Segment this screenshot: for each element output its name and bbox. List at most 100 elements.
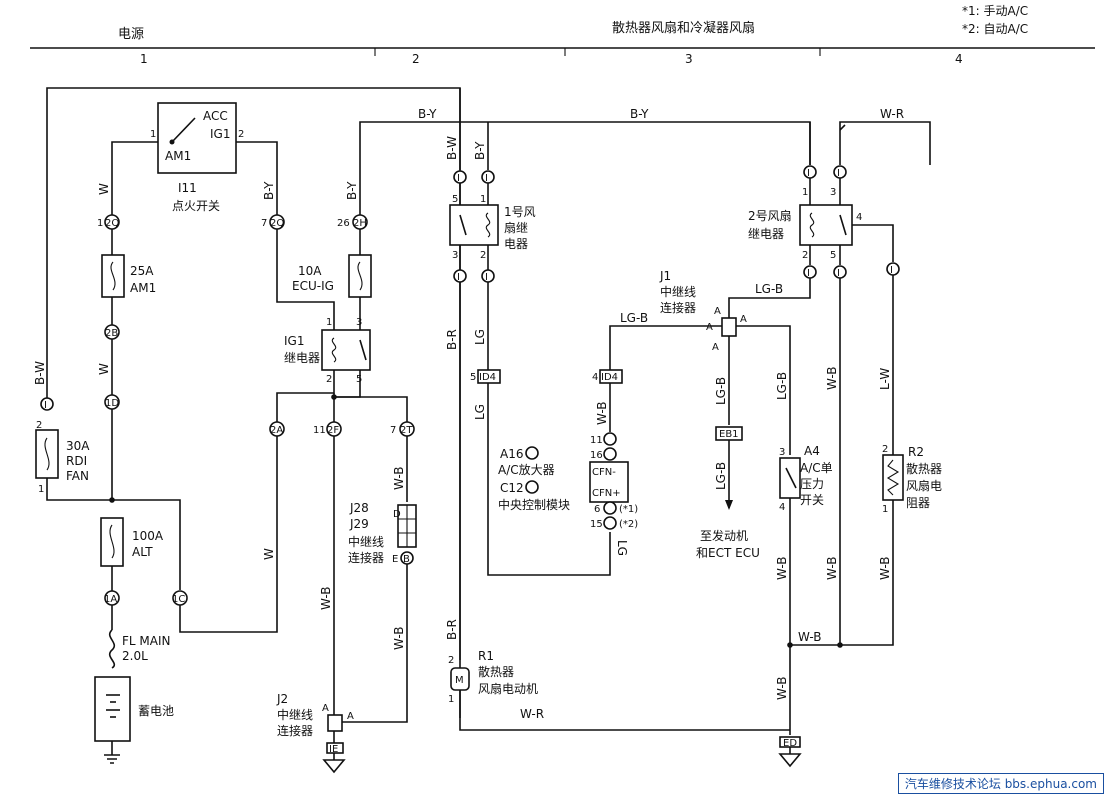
fr1-name3: 电器 — [504, 237, 528, 251]
amp-a-marker — [525, 446, 539, 460]
label-lg-3: LG — [615, 540, 629, 556]
ignition-pin1: 1 — [150, 129, 156, 140]
j28-name1: 中继线 — [348, 534, 384, 549]
fr2-name2: 继电器 — [748, 227, 784, 241]
fr1-p3: 3 — [452, 250, 458, 261]
wire-by-top — [359, 121, 811, 215]
footnote-2: *2: 自动A/C — [962, 22, 1028, 36]
connector-i-r1c — [453, 269, 467, 283]
ground-icon — [104, 754, 120, 764]
ig1-p2: 2 — [326, 374, 332, 385]
label-br-2: B-R — [445, 619, 459, 640]
wire-wb-r2 — [790, 500, 894, 646]
ignition-pivot — [169, 139, 175, 145]
pin-11-2f: 11 — [313, 425, 326, 436]
label-lgb-3: LG-B — [775, 372, 789, 400]
label-by-2: B-Y — [345, 181, 359, 200]
fuse-rdi-element — [44, 437, 50, 471]
conn-2f: 2F — [327, 425, 339, 436]
ignition-contact — [171, 117, 196, 143]
junction — [331, 394, 337, 400]
fuse-am1-name: AM1 — [130, 281, 156, 295]
arrow-down-icon — [725, 500, 733, 510]
label-wb-1: W-B — [319, 586, 333, 610]
column-1: 1 — [140, 52, 148, 66]
j2-name2: 连接器 — [277, 723, 313, 738]
j2-pin-right: A — [347, 711, 354, 722]
label-wb-6: W-B — [825, 556, 839, 580]
ig1-p3: 3 — [356, 317, 362, 328]
column-2: 2 — [412, 52, 420, 66]
label-br-1: B-R — [445, 329, 459, 350]
wire-segment — [839, 124, 846, 131]
label-lgb-4: LG-B — [714, 377, 728, 405]
fan-relay-1-contact — [459, 214, 467, 236]
label-lgb-5: LG-B — [714, 462, 728, 490]
conn-i-r1a: I — [457, 173, 460, 184]
label-lgb-1: LG-B — [620, 311, 648, 325]
amp-pin15 — [603, 516, 617, 530]
conn-i-r1b: I — [485, 173, 488, 184]
junction — [837, 642, 843, 648]
fuse-am1-element — [110, 261, 116, 291]
motor-m-icon: M — [455, 675, 464, 686]
label-wr-top: W-R — [880, 107, 904, 121]
conn-2h: 2H — [353, 218, 367, 229]
fuse-rdi-name2: FAN — [66, 469, 89, 483]
ig1-relay-contact — [359, 339, 367, 361]
label-bw-2: B-W — [445, 136, 459, 160]
r1-p2: 2 — [448, 655, 454, 666]
ig1-p1: 1 — [326, 317, 332, 328]
a4-name2: 压力 — [800, 477, 824, 491]
fuse-am1-rating: 25A — [130, 264, 154, 278]
label-by-top1: B-Y — [418, 107, 437, 121]
amp-name1: A/C放大器 — [498, 462, 555, 477]
fuse-alt-name: ALT — [132, 545, 153, 559]
wire-j2 — [342, 718, 408, 723]
fan-relay-1-coil — [485, 212, 491, 238]
conn-i-r1c: I — [457, 272, 460, 283]
wire-lgb-a4 — [736, 325, 791, 455]
fan-relay-2-contact — [839, 214, 847, 236]
wire-lg-bottom — [487, 383, 611, 576]
ground-ie-tag — [326, 742, 344, 754]
r2-code: R2 — [908, 445, 924, 459]
fr2-name1: 2号风扇 — [748, 208, 792, 223]
pin-5-id4: 5 — [470, 372, 476, 383]
r1-code: R1 — [478, 649, 494, 663]
amp-cfn-plus: CFN+ — [592, 488, 621, 499]
conn-i-r2b: I — [837, 168, 840, 179]
connector-i-r1b — [481, 170, 495, 184]
conn-eb1: EB1 — [719, 429, 739, 440]
ignition-name: 点火开关 — [172, 199, 220, 213]
amp-cfn-box — [589, 461, 629, 503]
engine-line1: 至发动机 — [700, 528, 748, 543]
ground-icon — [778, 747, 802, 768]
j1-code: J1 — [659, 269, 671, 283]
ignition-acc: ACC — [203, 109, 228, 123]
r2-name2: 风扇电 — [906, 478, 942, 493]
r1-name2: 风扇电动机 — [478, 681, 538, 696]
fr1-p5: 5 — [452, 194, 458, 205]
a4-code: A4 — [804, 444, 820, 458]
j1-name1: 中继线 — [660, 284, 696, 299]
label-lg-2: LG — [473, 404, 487, 420]
conn-1a: 1A — [104, 594, 117, 605]
battery-name: 蓄电池 — [138, 704, 174, 718]
wire-relay2-r2 — [852, 224, 894, 262]
amp-p6: 6 — [594, 504, 600, 515]
r1-name1: 散热器 — [478, 664, 514, 679]
r2-resistor — [882, 454, 904, 501]
conn-2b: 2B — [105, 328, 118, 339]
conn-2a: 2A — [270, 425, 283, 436]
wire-lgb-relay2 — [728, 278, 811, 318]
j28-b: B — [403, 554, 410, 565]
connector-id4-left — [477, 369, 501, 384]
wire-2t — [334, 396, 408, 422]
amp-code1: A16 — [500, 447, 523, 461]
wire-ig1-2a — [276, 370, 335, 422]
pin-1-2q: 1 — [97, 218, 103, 229]
j2-pin-left: A — [322, 703, 329, 714]
label-wb-9: W-B — [878, 556, 892, 580]
label-lw: L-W — [878, 368, 892, 390]
